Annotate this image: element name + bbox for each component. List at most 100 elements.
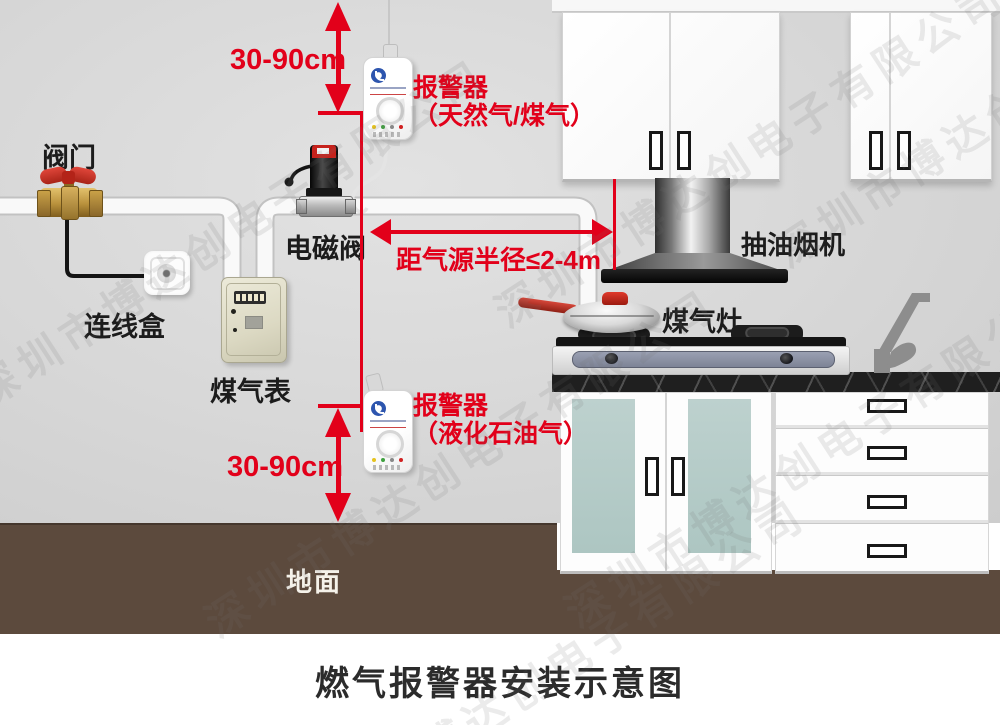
ground-label: 地面	[286, 567, 343, 597]
arrow-up-icon	[325, 408, 351, 437]
alarm-top-callout-title: 报警器	[413, 74, 489, 102]
alarm-brand-logo-icon	[371, 401, 386, 416]
cabinet-handle-icon	[677, 131, 691, 170]
valve-body	[37, 186, 103, 220]
range-hood-base	[601, 269, 788, 283]
bottom-clearance-arrow-shaft	[336, 434, 341, 496]
drawer-separator	[776, 472, 988, 476]
base-cabinet-drawers	[775, 392, 989, 574]
range-hood-label: 抽油烟机	[741, 230, 846, 260]
faucet-icon	[874, 293, 930, 373]
arrow-down-icon	[325, 84, 351, 113]
alarm-model-text	[370, 420, 406, 428]
arrow-left-icon	[370, 219, 391, 245]
alarm-test-button-icon	[376, 430, 404, 458]
stove-control-panel	[572, 351, 835, 368]
cabinet-handle-icon	[649, 131, 663, 170]
arrow-right-icon	[592, 219, 613, 245]
arrow-down-icon	[325, 493, 351, 522]
gas-meter-counter	[234, 291, 266, 304]
range-hood-canopy	[603, 253, 786, 272]
solenoid-nut	[345, 199, 356, 214]
alarm-power-cord	[388, 0, 390, 46]
bottom-white-band	[0, 634, 1000, 725]
alarm-top-callout-type: （天然气/煤气）	[413, 102, 595, 130]
meter-dot	[233, 328, 237, 332]
cabinet-handle-icon	[897, 131, 911, 170]
pan-lid-line	[570, 315, 654, 317]
solenoid-cap	[312, 145, 336, 158]
alarm-brand-logo-icon	[371, 68, 386, 83]
stove-knob-icon	[780, 353, 793, 364]
alarm-bottom-callout-type: （液化石油气）	[413, 420, 589, 448]
meter-tag	[245, 316, 263, 329]
glass-panel	[688, 399, 751, 553]
alarm-model-text	[370, 87, 406, 95]
top-tick-mark	[318, 111, 363, 115]
valve-nut	[89, 190, 103, 217]
alarm-bottom-callout: 报警器 （液化石油气）	[413, 392, 588, 448]
bottom-tick-mark	[318, 404, 363, 408]
range-hood-chimney	[655, 178, 730, 254]
valve-collar	[61, 186, 79, 220]
solenoid-flange	[306, 188, 342, 197]
top-clearance-arrow-shaft	[336, 26, 341, 86]
cabinet-door-seam	[889, 13, 891, 179]
junction-box-plate	[150, 257, 185, 290]
alarm-top-callout: 报警器 （天然气/煤气）	[413, 74, 595, 130]
countertop	[552, 372, 1000, 392]
valve-to-junction-wire	[65, 217, 160, 278]
drawer-handle-icon	[867, 544, 907, 558]
hood-reference-line	[613, 179, 616, 270]
alarm-status-leds	[372, 125, 403, 129]
drawer-handle-icon	[867, 495, 907, 509]
valve-handle-icon	[38, 163, 98, 191]
solenoid-pigtail-wire	[289, 164, 313, 181]
upper-cabinet-left	[562, 12, 780, 182]
frying-pan	[563, 301, 660, 333]
diagram-title: 燃气报警器安装示意图	[315, 665, 685, 703]
alarm-vents	[373, 465, 403, 470]
meter-dot	[231, 309, 236, 314]
glass-panel	[572, 399, 635, 553]
alarm-test-button-icon	[376, 97, 404, 125]
radius-arrow-shaft	[389, 230, 594, 234]
gas-stove-label: 煤气灶	[662, 307, 743, 337]
floor-strip-right	[557, 570, 1000, 634]
junction-box	[144, 251, 190, 295]
gas-meter-label: 煤气表	[210, 377, 291, 407]
cabinet-door-seam	[669, 13, 671, 179]
alarm-vents	[373, 132, 403, 137]
floor-strip-left	[0, 523, 557, 636]
drawer-separator	[776, 520, 988, 524]
cabinet-door-seam	[665, 393, 667, 571]
solenoid-valve-label: 电磁阀	[285, 234, 366, 264]
wire-connector-icon	[284, 177, 294, 187]
pan-lid-knob	[602, 292, 628, 305]
alarm-bottom-callout-title: 报警器	[413, 392, 489, 420]
solenoid-nut	[296, 199, 307, 214]
drawer-handle-icon	[867, 446, 907, 460]
cabinet-handle-icon	[671, 457, 685, 496]
drawer-handle-icon	[867, 399, 907, 413]
bottom-clearance-label: 30-90cm	[227, 451, 344, 483]
upper-cabinet-right	[850, 12, 992, 182]
cabinet-handle-icon	[869, 131, 883, 170]
drawer-separator	[776, 425, 988, 429]
cabinet-handle-icon	[645, 457, 659, 496]
valve-nut	[37, 190, 51, 217]
stove-top-strip	[556, 337, 846, 348]
gas-alarm-natural-gas	[363, 57, 413, 140]
alarm-reference-line	[360, 111, 363, 432]
alarm-status-leds	[372, 458, 403, 462]
gas-alarm-lpg	[363, 390, 413, 473]
stove-knob-icon	[605, 353, 618, 364]
base-cabinet-doors	[560, 392, 772, 574]
alarm-to-solenoid-wire	[350, 138, 388, 214]
junction-box-label: 连线盒	[84, 312, 165, 342]
valve-hub	[62, 171, 75, 184]
gas-meter-panel	[226, 283, 281, 356]
top-clearance-label: 30-90cm	[230, 44, 347, 76]
